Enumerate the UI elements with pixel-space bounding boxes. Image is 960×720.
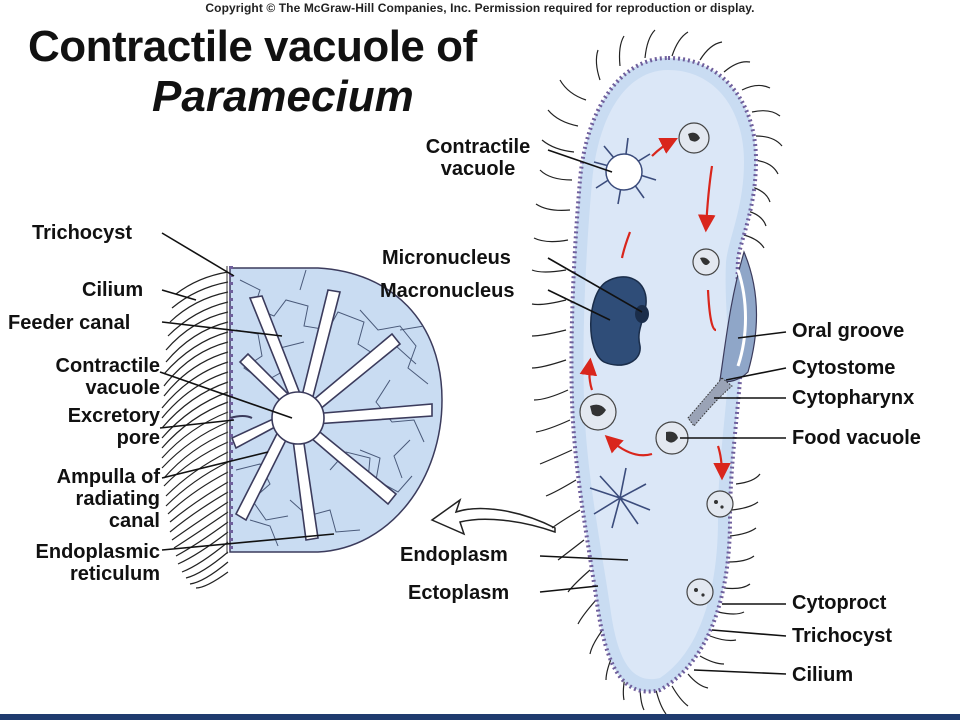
label-line: Endoplasmic xyxy=(35,541,160,563)
label-endoplasm: Endoplasm xyxy=(400,544,508,566)
label-line: vacuole xyxy=(85,377,160,399)
label-micronucleus: Micronucleus xyxy=(382,247,511,269)
label-line: canal xyxy=(108,510,160,532)
vacuole-section xyxy=(226,266,443,554)
label-cilium-right: Cilium xyxy=(792,664,854,686)
label-oral-groove: Oral groove xyxy=(792,320,905,342)
label-macronucleus: Macronucleus xyxy=(380,280,515,302)
label-line: Contractile xyxy=(425,136,531,158)
label-cytostome: Cytostome xyxy=(792,357,896,379)
label-ectoplasm: Ectoplasm xyxy=(408,582,510,604)
label-line: Contractile xyxy=(55,355,160,377)
label-line: reticulum xyxy=(69,563,160,585)
leader-lines xyxy=(159,149,787,675)
label-food-vacuole: Food vacuole xyxy=(792,427,921,449)
magnify-arrow xyxy=(430,498,556,536)
label-cytopharynx: Cytopharynx xyxy=(792,387,915,409)
bottom-bar xyxy=(0,714,960,720)
label-trichocyst-left: Trichocyst xyxy=(32,222,133,244)
cilia-fringe-left xyxy=(161,271,229,589)
copyright-notice: Copyright © The McGraw-Hill Companies, I… xyxy=(205,1,755,15)
cilia-fringe-right xyxy=(531,29,783,715)
label-contractile-vacuole-left: Contractile vacuole xyxy=(10,355,160,399)
label-ampulla: Ampulla of radiating canal xyxy=(10,466,160,532)
label-line: pore xyxy=(116,427,160,449)
title-line-1: Contractile vacuole of xyxy=(28,22,477,71)
label-contractile-vacuole-center: Contractile vacuole xyxy=(406,136,550,180)
label-endoplasmic-reticulum: Endoplasmic reticulum xyxy=(4,541,160,585)
label-excretory-pore: Excretory pore xyxy=(10,405,160,449)
label-trichocyst-right: Trichocyst xyxy=(792,625,893,647)
label-line: Ampulla of xyxy=(56,466,160,488)
label-feeder-canal: Feeder canal xyxy=(8,312,131,334)
label-line: vacuole xyxy=(440,158,516,180)
label-cytoproct: Cytoproct xyxy=(792,592,887,614)
title-line-2: Paramecium xyxy=(152,72,414,121)
label-cilium-left: Cilium xyxy=(82,279,144,301)
label-line: radiating xyxy=(75,488,160,510)
paramecium-body xyxy=(569,55,759,694)
label-line: Excretory xyxy=(67,405,160,427)
